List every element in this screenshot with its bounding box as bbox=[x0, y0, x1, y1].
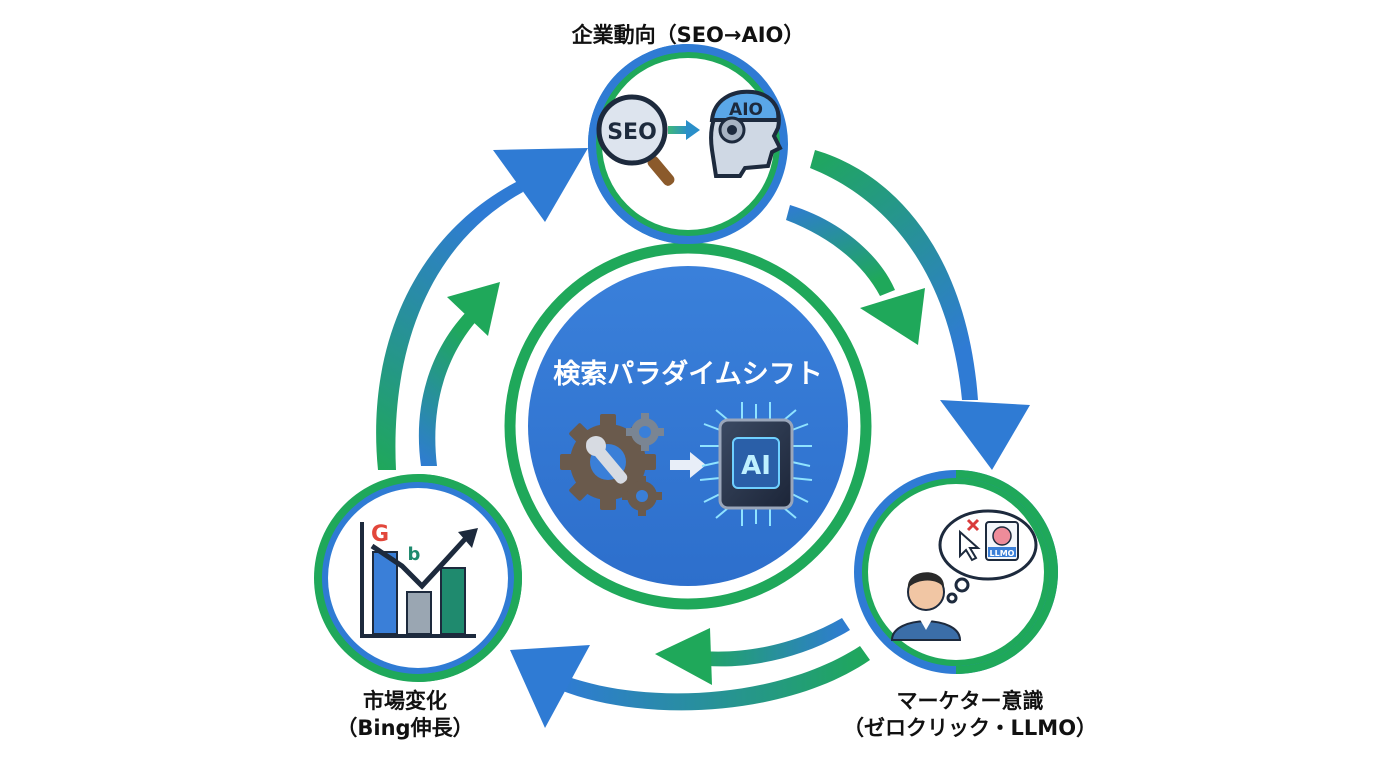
magnifier-icon: SEO bbox=[596, 94, 675, 186]
left-label-line2: （Bing伸長） bbox=[336, 715, 474, 740]
seo-text: SEO bbox=[607, 120, 657, 145]
doc-text: LLMO bbox=[990, 549, 1015, 558]
arrow-left-inner bbox=[418, 282, 500, 466]
left-label-line1: 市場変化 bbox=[363, 689, 447, 713]
gears-wrench-icon bbox=[560, 413, 664, 516]
arrow-left-outer bbox=[376, 148, 588, 470]
ai-chip-icon: AI bbox=[699, 402, 813, 526]
bing-glyph: b bbox=[408, 544, 421, 565]
seo-to-aio-arrow-icon bbox=[668, 120, 700, 140]
bar-chart-trend-icon: G b bbox=[360, 522, 478, 638]
left-node-label: 市場変化 （Bing伸長） bbox=[300, 688, 510, 742]
aio-text: AIO bbox=[729, 100, 763, 120]
arrow-bottom-outer bbox=[510, 645, 870, 728]
left-node bbox=[314, 474, 522, 682]
chip-text: AI bbox=[741, 451, 771, 481]
right-label-line2: （ゼロクリック・LLMO） bbox=[842, 715, 1098, 740]
arrow-bottom-inner bbox=[655, 618, 850, 685]
top-node-label: 企業動向（SEO→AIO） bbox=[571, 23, 805, 47]
right-node-label: マーケター意識 （ゼロクリック・LLMO） bbox=[800, 688, 1140, 742]
robot-head-icon: AIO bbox=[709, 89, 783, 178]
arrow-right-inner bbox=[786, 205, 925, 345]
right-label-line1: マーケター意識 bbox=[896, 689, 1044, 713]
arrow-right-icon bbox=[670, 452, 706, 478]
person-thinking-icon: LLMO bbox=[890, 509, 1038, 641]
center-node bbox=[504, 242, 872, 610]
arrow-right-outer bbox=[810, 150, 1030, 470]
center-title: 検索パラダイムシフト bbox=[553, 359, 823, 390]
google-glyph: G bbox=[371, 522, 389, 547]
